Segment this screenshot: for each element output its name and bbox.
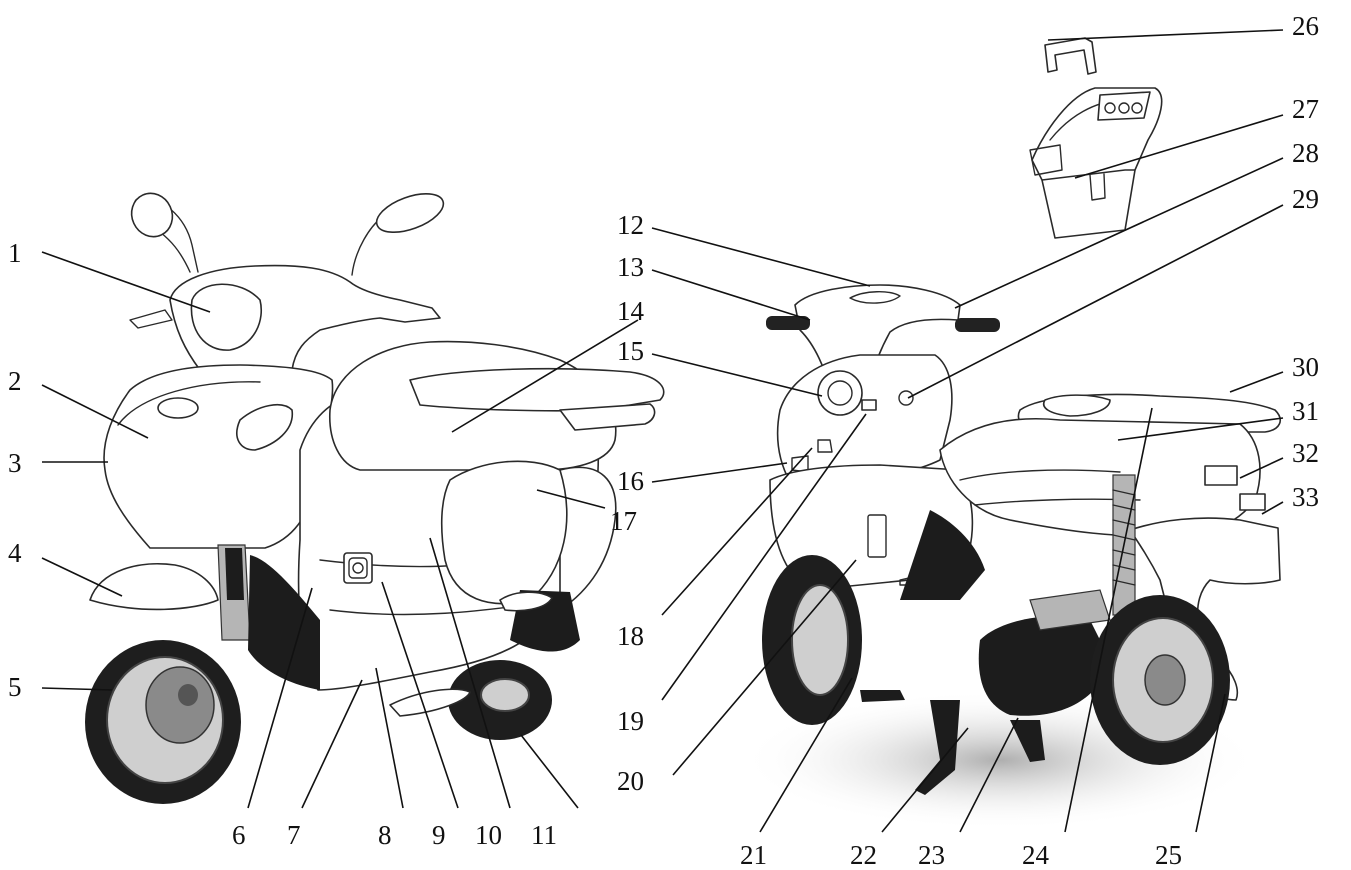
part-label-4: 4 <box>8 538 22 568</box>
part-label-15: 15 <box>617 336 644 366</box>
part-label-12: 12 <box>617 210 644 240</box>
part-label-20: 20 <box>617 766 644 796</box>
leader-33 <box>1261 501 1284 515</box>
part-label-5: 5 <box>8 672 22 702</box>
part-number-labels: 1 2 3 4 5 6 7 8 9 10 11 12 13 14 15 16 1… <box>8 11 1319 870</box>
leader-31 <box>1117 417 1284 441</box>
leader-28 <box>954 157 1284 309</box>
leader-23 <box>959 717 1019 833</box>
part-label-27: 27 <box>1292 94 1319 124</box>
leader-8 <box>375 667 404 809</box>
leader-30 <box>1229 371 1284 393</box>
leader-9 <box>381 581 459 809</box>
leader-13 <box>651 269 811 321</box>
part-label-18: 18 <box>617 621 644 651</box>
leader-32 <box>1239 457 1284 479</box>
leader-29 <box>907 204 1284 399</box>
leader-15 <box>651 353 823 397</box>
part-label-26: 26 <box>1292 11 1319 41</box>
leader-27 <box>1074 114 1284 179</box>
part-label-14: 14 <box>617 296 645 326</box>
part-label-9: 9 <box>432 820 446 850</box>
leader-18 <box>661 447 813 616</box>
leader-1 <box>41 251 211 313</box>
leader-26 <box>1047 29 1284 41</box>
part-label-11: 11 <box>531 820 557 850</box>
part-label-3: 3 <box>8 448 22 478</box>
part-label-25: 25 <box>1155 840 1182 870</box>
part-label-17: 17 <box>610 506 637 536</box>
part-label-19: 19 <box>617 706 644 736</box>
leader-5 <box>41 687 113 691</box>
part-label-16: 16 <box>617 466 644 496</box>
part-label-21: 21 <box>740 840 767 870</box>
leader-2 <box>41 384 149 439</box>
leader-12 <box>651 227 871 287</box>
leader-11 <box>520 734 579 809</box>
leader-22 <box>881 727 969 833</box>
scooter-front-view <box>85 192 665 804</box>
part-label-31: 31 <box>1292 396 1319 426</box>
part-label-7: 7 <box>287 820 301 850</box>
leader-21 <box>759 677 853 833</box>
leader-6 <box>247 587 313 809</box>
part-label-33: 33 <box>1292 482 1319 512</box>
leader-14 <box>451 319 639 433</box>
scooter-rear-view <box>740 284 1281 830</box>
leader-4 <box>41 557 123 597</box>
leader-20 <box>672 559 857 776</box>
part-label-23: 23 <box>918 840 945 870</box>
part-label-28: 28 <box>1292 138 1319 168</box>
part-label-22: 22 <box>850 840 877 870</box>
part-label-1: 1 <box>8 238 22 268</box>
part-label-6: 6 <box>232 820 246 850</box>
part-label-2: 2 <box>8 366 22 396</box>
leader-10 <box>429 537 511 809</box>
leader-24 <box>1064 407 1153 833</box>
leader-lines <box>41 29 1284 833</box>
part-label-30: 30 <box>1292 352 1319 382</box>
leader-25 <box>1195 693 1226 833</box>
battery-pack <box>1029 37 1163 239</box>
leader-16 <box>651 462 788 483</box>
leader-17 <box>536 489 606 509</box>
part-label-13: 13 <box>617 252 644 282</box>
part-label-8: 8 <box>378 820 392 850</box>
part-label-10: 10 <box>475 820 502 850</box>
leader-7 <box>301 679 363 809</box>
part-label-32: 32 <box>1292 438 1319 468</box>
part-label-24: 24 <box>1022 840 1050 870</box>
part-label-29: 29 <box>1292 184 1319 214</box>
leader-19 <box>661 413 867 701</box>
